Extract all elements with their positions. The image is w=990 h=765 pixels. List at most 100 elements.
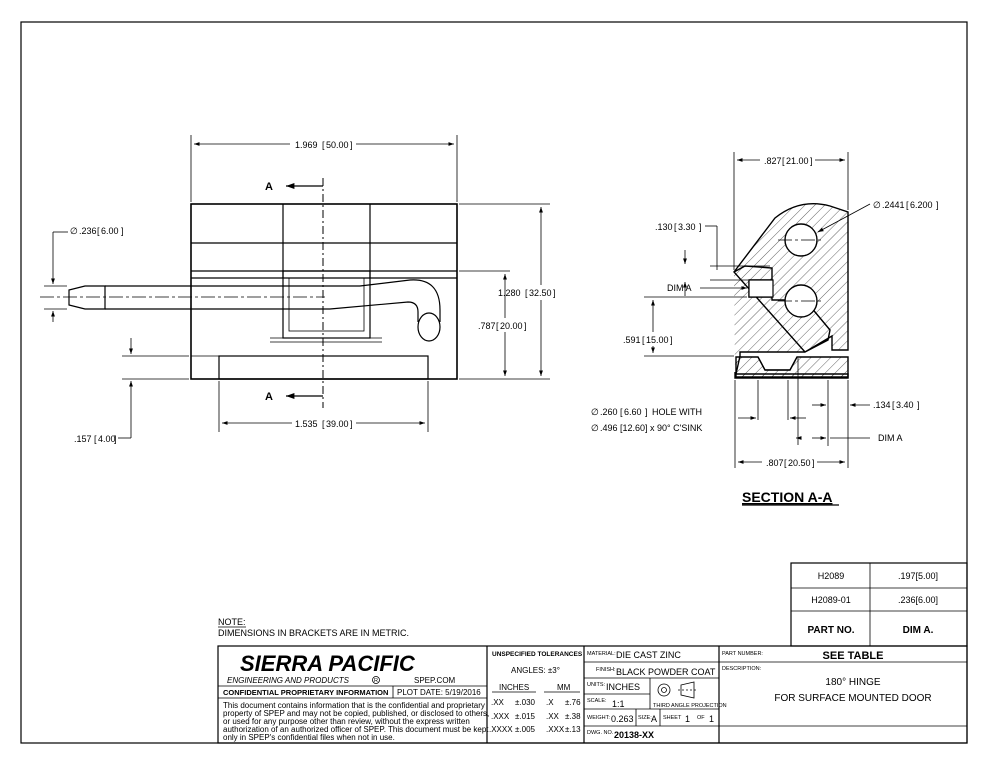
tol-mm-fmt-2: .XX xyxy=(546,712,560,721)
svg-text:[: [ xyxy=(642,335,645,345)
svg-text:]: ] xyxy=(350,140,353,150)
table-header-dim: DIM A. xyxy=(903,625,934,636)
size-value: A xyxy=(651,714,657,724)
tol-mm-fmt-1: .X xyxy=(546,698,554,707)
dim-bottom-mm: 39.00 xyxy=(326,419,349,429)
front-view: A A 1.969 [ 50.00 ] ∅ .236 [ 6.00 ] 1.28… xyxy=(40,135,556,444)
tol-mm-val-2: ±.38 xyxy=(565,712,581,721)
dim-section-top-mm: 21.00 xyxy=(786,156,809,166)
tol-in-fmt-1: .XX xyxy=(491,698,505,707)
description-line-1: 180° HINGE xyxy=(825,677,880,688)
confidential-line-3: or used for any purpose other than revie… xyxy=(223,717,470,726)
svg-text:]: ] xyxy=(350,419,353,429)
dim-pin: .236 xyxy=(79,226,97,236)
svg-text:[: [ xyxy=(892,400,895,410)
svg-text:[: [ xyxy=(674,222,677,232)
table-part-1: H2089 xyxy=(818,571,845,581)
tol-mm-val-1: ±.76 xyxy=(565,698,581,707)
svg-text:]: ] xyxy=(810,156,813,166)
tol-mm-val-3: ±.13 xyxy=(565,725,581,734)
section-title: SECTION A-A xyxy=(742,489,832,505)
units-label: UNITS: xyxy=(587,682,606,688)
scale-value: 1:1 xyxy=(612,699,625,709)
sheet-value: 1 xyxy=(685,714,690,724)
svg-text:[: [ xyxy=(782,156,785,166)
plot-date: PLOT DATE: 5/19/2016 xyxy=(397,688,481,697)
confidential-line-1: This document contains information that … xyxy=(223,701,485,710)
hole-note-dia: .260 xyxy=(600,407,618,417)
svg-text:[: [ xyxy=(496,321,499,331)
diameter-symbol-pin: ∅ xyxy=(70,226,78,236)
dim-leaf-mm: 20.00 xyxy=(500,321,523,331)
section-letter-top: A xyxy=(265,181,273,193)
section-letter-bottom: A xyxy=(265,391,273,403)
tol-in-fmt-2: .XXX xyxy=(491,712,510,721)
svg-text:]: ] xyxy=(917,400,920,410)
dim-section-top: .827 xyxy=(764,156,782,166)
dwg-label: DWG. NO. xyxy=(587,730,614,736)
tol-in-val-3: ±.005 xyxy=(515,725,536,734)
dim-section-gap-mm: 15.00 xyxy=(646,335,669,345)
tol-in-val-2: ±.015 xyxy=(515,712,536,721)
svg-text:[: [ xyxy=(94,434,97,444)
dim-section-hole: .2441 xyxy=(882,200,905,210)
tol-mm-header: MM xyxy=(557,683,571,692)
table-header-part: PART NO. xyxy=(807,625,854,636)
hole-note-csink: .496 [12.60] x 90° C'SINK xyxy=(600,423,702,433)
units-value: INCHES xyxy=(606,682,640,692)
dim-section-right: .134 xyxy=(873,400,891,410)
scale-label: SCALE: xyxy=(587,698,607,704)
note-text: DIMENSIONS IN BRACKETS ARE IN METRIC. xyxy=(218,628,409,638)
note: NOTE: DIMENSIONS IN BRACKETS ARE IN METR… xyxy=(218,617,409,638)
hole-note-dia-mm: 6.60 xyxy=(624,407,642,417)
dim-a-left: DIM A xyxy=(667,283,692,293)
svg-text:]: ] xyxy=(121,226,124,236)
dwg-no: 20138-XX xyxy=(614,730,654,740)
diameter-symbol-note: ∅ xyxy=(591,407,599,417)
dim-width: 1.969 xyxy=(295,140,318,150)
section-view: .827 [ 21.00 ] ∅ .2441 [ 6.200 ] .130 [ … xyxy=(591,152,939,506)
confidential-line-2: property of SPEP and may not be copied, … xyxy=(223,709,489,718)
sheet-label: SHEET xyxy=(663,715,682,721)
dim-step-mm: 4.00 xyxy=(98,434,116,444)
dim-section-hole-mm: 6.200 xyxy=(910,200,933,210)
svg-text:]: ] xyxy=(645,407,648,417)
dim-section-lip: .130 xyxy=(655,222,673,232)
confidential-line-5: only in SPEP's confidential files when n… xyxy=(223,733,395,742)
company-name: SIERRA PACIFIC xyxy=(240,651,416,676)
svg-text:]: ] xyxy=(812,458,815,468)
table-dim-1: .197[5.00] xyxy=(898,571,938,581)
part-table: H2089 .197[5.00] H2089-01 .236[6.00] PAR… xyxy=(790,562,968,647)
svg-text:[: [ xyxy=(97,226,100,236)
svg-text:]: ] xyxy=(936,200,939,210)
dim-height: 1.280 xyxy=(498,288,521,298)
company-sub: ENGINEERING AND PRODUCTS xyxy=(227,676,350,685)
material-label: MATERIAL: xyxy=(587,651,616,657)
dim-height-mm: 32.50 xyxy=(529,288,552,298)
company-website: SPEP.COM xyxy=(414,676,456,685)
tol-mm-fmt-3: .XXX xyxy=(546,725,565,734)
dim-section-bottom-mm: 20.50 xyxy=(788,458,811,468)
svg-text:[: [ xyxy=(525,288,528,298)
dim-leaf: .787 xyxy=(478,321,496,331)
diameter-symbol-csink: ∅ xyxy=(591,423,599,433)
description-line-2: FOR SURFACE MOUNTED DOOR xyxy=(774,693,931,704)
part-number-value: SEE TABLE xyxy=(823,650,884,662)
dim-section-lip-mm: 3.30 xyxy=(678,222,696,232)
svg-text:[: [ xyxy=(322,140,325,150)
dim-width-mm: 50.00 xyxy=(326,140,349,150)
dim-section-gap: .591 xyxy=(623,335,641,345)
dim-a-right: DIM A xyxy=(878,433,903,443)
svg-text:]: ] xyxy=(670,335,673,345)
dim-section-right-mm: 3.40 xyxy=(896,400,914,410)
svg-text:]: ] xyxy=(114,434,117,444)
projection-cone-icon xyxy=(680,681,695,699)
hole-note-with: HOLE WITH xyxy=(652,407,702,417)
svg-text:[: [ xyxy=(906,200,909,210)
title-block: SIERRA PACIFIC ENGINEERING AND PRODUCTS … xyxy=(217,645,968,744)
weight-label: WEIGHT: xyxy=(587,715,610,721)
tol-in-fmt-3: .XXXX xyxy=(489,725,513,734)
svg-text:[: [ xyxy=(784,458,787,468)
tolerances-heading: UNSPECIFIED TOLERANCES xyxy=(492,651,583,658)
